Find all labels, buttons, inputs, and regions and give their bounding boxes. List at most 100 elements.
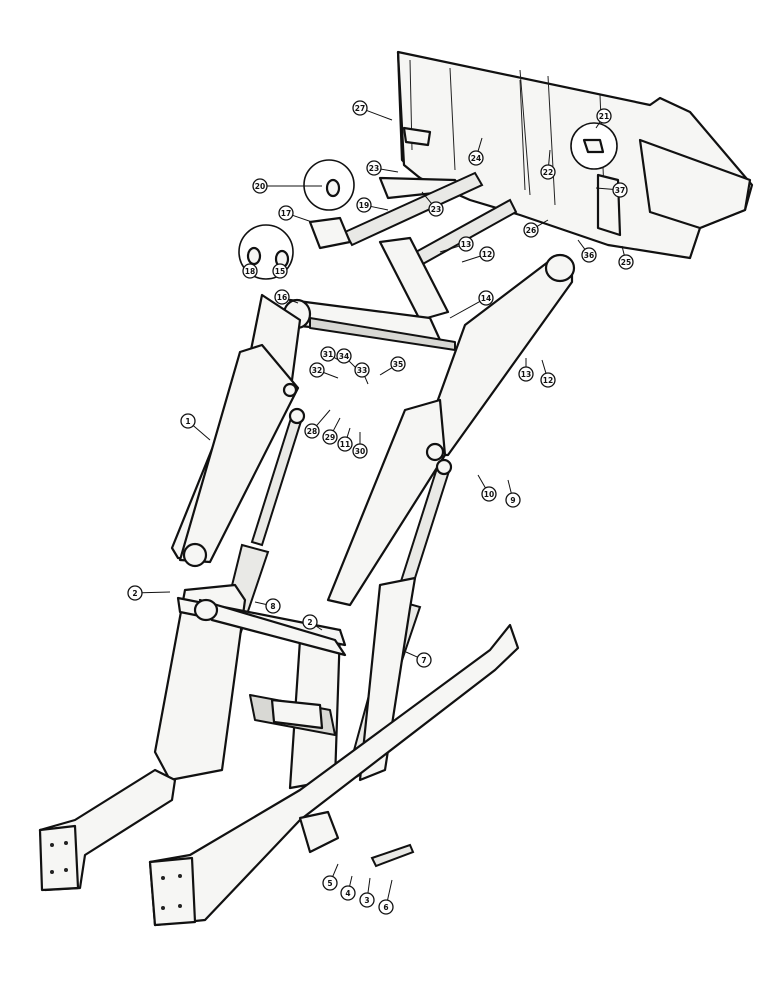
callout-c34: 34 (336, 348, 359, 371)
callout-number: 29 (325, 433, 335, 442)
left-lift-arm (170, 293, 302, 568)
callout-circle (302, 614, 318, 630)
callout-c12b: 12 (540, 359, 556, 388)
callout-leader (292, 214, 313, 223)
callout-number: 31 (323, 350, 333, 359)
callout-circle (304, 423, 320, 439)
callout-leader (141, 591, 171, 594)
right-lift-arm (326, 253, 576, 607)
callout-c33: 33 (354, 362, 370, 385)
callout-number: 10 (484, 490, 494, 499)
callout-leader (541, 359, 547, 374)
callout-number: 35 (393, 360, 403, 369)
callout-circle (540, 372, 556, 388)
callout-number: 12 (543, 376, 553, 385)
callout-circle (612, 182, 628, 198)
callout-circle (481, 486, 497, 502)
callout-number: 23 (369, 164, 379, 173)
callout-circle (322, 429, 338, 445)
callout-number: 3 (364, 896, 369, 905)
callout-circle (596, 108, 612, 124)
callout-leader (595, 121, 601, 129)
callout-leader (439, 245, 460, 253)
callout-c35: 35 (379, 356, 406, 376)
callout-number: 17 (281, 209, 291, 218)
callout-number: 9 (510, 496, 515, 505)
callout-number: 22 (543, 168, 553, 177)
callout-leader (367, 877, 371, 894)
callout-leader (315, 625, 323, 631)
callout-circle (390, 356, 406, 372)
callout-c1: 1 (180, 413, 211, 441)
callout-circle (340, 885, 356, 901)
callout-circle (274, 289, 290, 305)
callout-c13a: 13 (439, 236, 474, 253)
tilt-linkage (308, 171, 518, 322)
callout-number: 30 (355, 447, 365, 456)
main-frame (153, 576, 417, 790)
callout-number: 37 (615, 186, 625, 195)
callout-circle (523, 222, 539, 238)
callout-number: 6 (383, 903, 388, 912)
callout-circle (352, 443, 368, 459)
callout-leader (477, 474, 486, 489)
callout-number: 13 (461, 240, 471, 249)
callout-number: 21 (599, 112, 609, 121)
callout-leader (477, 137, 483, 152)
callout-c20: 20 (252, 178, 322, 194)
callout-c7: 7 (405, 651, 432, 668)
callout-circle (468, 150, 484, 166)
callout-circle (581, 247, 597, 263)
callout-circle (242, 263, 258, 279)
callout-c16: 16 (274, 289, 299, 305)
callout-leader (621, 245, 625, 256)
callout-circle (309, 362, 325, 378)
callout-c23b: 23 (421, 191, 444, 217)
callout-leader (332, 417, 341, 432)
callout-c12a: 12 (461, 246, 495, 263)
callout-c17: 17 (278, 205, 313, 223)
callout-c25: 25 (618, 245, 634, 270)
callout-leader (254, 601, 267, 605)
callout-number: 28 (307, 427, 317, 436)
callout-leader (548, 149, 551, 166)
callout-circle (127, 585, 143, 601)
callout-number: 2 (132, 589, 137, 598)
callout-leader (507, 479, 512, 494)
callout-leader (421, 191, 432, 204)
callout-c26: 26 (523, 219, 549, 238)
callout-c29: 29 (322, 417, 341, 445)
callout-c5: 5 (322, 863, 339, 891)
callout-circle (272, 263, 288, 279)
callout-c37: 37 (595, 182, 628, 198)
callout-c23a: 23 (366, 160, 399, 176)
callout-c11: 11 (337, 427, 353, 452)
pin-inset-top (303, 159, 355, 211)
callout-c6: 6 (378, 879, 394, 915)
callout-number: 32 (312, 366, 322, 375)
callout-leader (323, 372, 339, 379)
callout-circle (180, 413, 196, 429)
callout-number: 14 (481, 294, 491, 303)
callout-c15: 15 (272, 263, 288, 279)
callout-leader (461, 255, 481, 263)
callout-c31: 31 (320, 346, 343, 363)
callout-leader (332, 863, 339, 877)
callout-leader (595, 187, 614, 190)
callout-leader (349, 875, 353, 887)
callout-leader (449, 300, 481, 319)
callout-c18: 18 (242, 263, 258, 279)
callout-c28: 28 (304, 409, 331, 439)
callout-leader (366, 109, 393, 121)
callout-number: 1 (185, 417, 190, 426)
callout-number: 7 (421, 656, 426, 665)
callout-number: 19 (359, 201, 369, 210)
callout-c4: 4 (340, 875, 356, 901)
callout-number: 2 (307, 618, 312, 627)
callout-circle (366, 160, 382, 176)
callout-circle (518, 366, 534, 382)
callout-c3: 3 (359, 877, 375, 908)
callout-c36: 36 (577, 239, 597, 263)
callout-number: 4 (345, 889, 350, 898)
